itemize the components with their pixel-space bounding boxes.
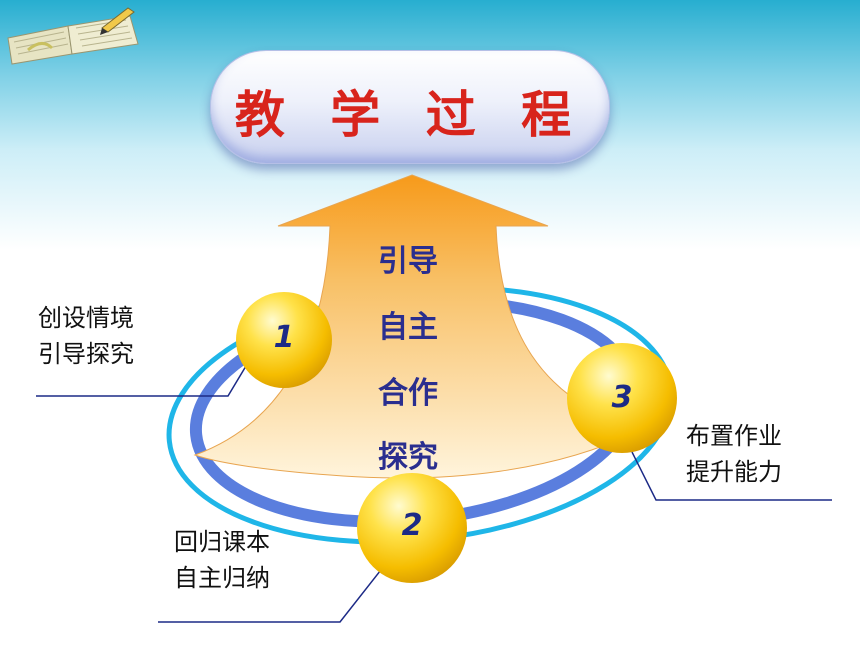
leader-line-3 — [631, 451, 832, 501]
title-banner: 教 学 过 程 — [210, 50, 610, 164]
step-number-3: 3 — [611, 380, 633, 415]
page-title: 教 学 过 程 — [234, 86, 586, 144]
step-3-description: 布置作业 提升能力 — [686, 418, 782, 490]
step-1-description: 创设情境 引导探究 — [38, 300, 134, 372]
arrow-text-self: 自主 — [378, 310, 438, 345]
step-number-1: 1 — [273, 320, 295, 355]
leader-line-2 — [158, 565, 385, 623]
step-ball-2 — [357, 473, 467, 583]
step-2-line-1: 回归课本 — [174, 528, 270, 556]
open-book-icon — [7, 7, 139, 65]
step-3-line-2: 提升能力 — [686, 458, 782, 486]
step-number-2: 2 — [401, 508, 423, 543]
arrow-text-cooperate: 合作 — [378, 376, 438, 411]
step-ball-3 — [567, 343, 677, 453]
arrow-text-guide: 引导 — [378, 244, 438, 279]
step-1-line-1: 创设情境 — [38, 304, 134, 332]
step-2-line-2: 自主归纳 — [174, 564, 270, 592]
step-ball-1 — [236, 292, 332, 388]
arrow-text-explore: 探究 — [378, 440, 438, 475]
step-1-line-2: 引导探究 — [38, 340, 134, 368]
leader-line-1 — [36, 365, 247, 397]
step-2-description: 回归课本 自主归纳 — [174, 524, 270, 596]
step-3-line-1: 布置作业 — [686, 422, 782, 450]
